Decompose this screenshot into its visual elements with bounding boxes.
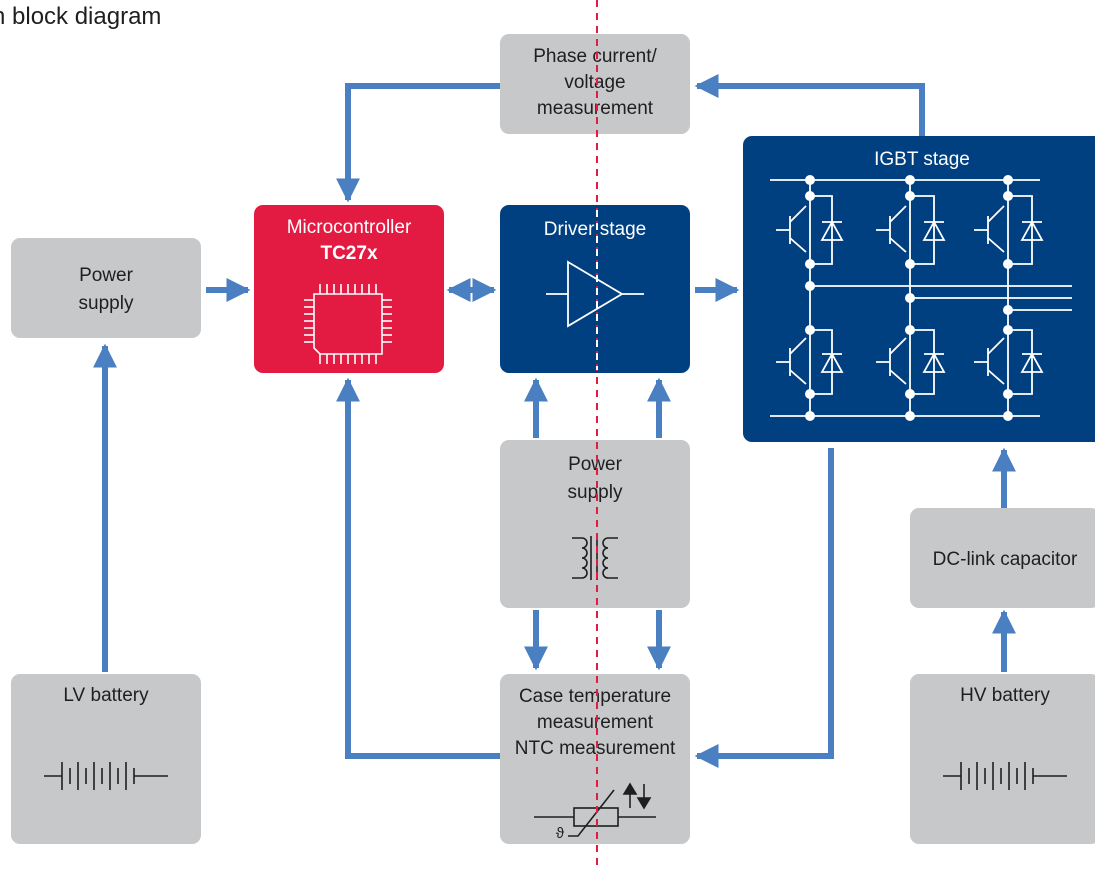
battery-icon (943, 762, 1067, 790)
phase-label-line2: voltage (564, 72, 625, 93)
case-temp-line1: Case temperature (519, 686, 671, 707)
mcu-label: Microcontroller (287, 217, 412, 238)
mcu-part-number: TC27x (320, 243, 377, 264)
arrow-casetemp-to-mcu (336, 377, 500, 759)
lv-supply-line1: Power (79, 265, 134, 286)
phase-label-line3: measurement (537, 98, 654, 119)
lv-battery-block: LV battery (11, 674, 201, 844)
igbt-label: IGBT stage (874, 149, 970, 170)
isolated-power-supply-block: Power supply (500, 440, 690, 608)
iso-supply-line1: Power (568, 454, 623, 475)
temperature-symbol: ϑ (556, 825, 565, 842)
hv-battery-block: HV battery (910, 674, 1095, 844)
microcontroller-block: Microcontroller TC27x (254, 205, 444, 373)
lv-battery-label: LV battery (63, 685, 149, 706)
thermistor-icon (534, 782, 656, 837)
case-temp-line2: measurement (537, 712, 654, 733)
lv-power-supply-block: Power supply (11, 238, 201, 338)
phase-label-line1: Phase current/ (533, 46, 657, 67)
battery-icon (44, 762, 168, 790)
arrow-phase-to-mcu (336, 83, 500, 203)
igbt-stage-block: IGBT stage (743, 136, 1095, 442)
driver-label: Driver stage (544, 219, 646, 240)
diagram-title: n block diagram (0, 3, 161, 30)
dc-link-label: DC-link capacitor (933, 549, 1078, 570)
arrow-igbt-to-casetemp (694, 448, 834, 768)
case-temp-line3: NTC measurement (515, 738, 676, 759)
connectors (93, 74, 1016, 768)
phase-measurement-block: Phase current/ voltage measurement (500, 34, 690, 134)
lv-supply-line2: supply (79, 293, 134, 314)
iso-supply-line2: supply (568, 482, 623, 503)
amplifier-icon (546, 260, 644, 328)
dc-link-capacitor-block: DC-link capacitor (910, 508, 1095, 608)
case-temperature-block: Case temperature measurement NTC measure… (500, 674, 690, 844)
hv-battery-label: HV battery (960, 685, 1050, 706)
driver-stage-block: Driver stage (500, 205, 690, 373)
chip-icon (304, 284, 392, 364)
arrow-igbt-to-phase (694, 74, 925, 136)
igbt-junction-dots (805, 175, 1013, 421)
